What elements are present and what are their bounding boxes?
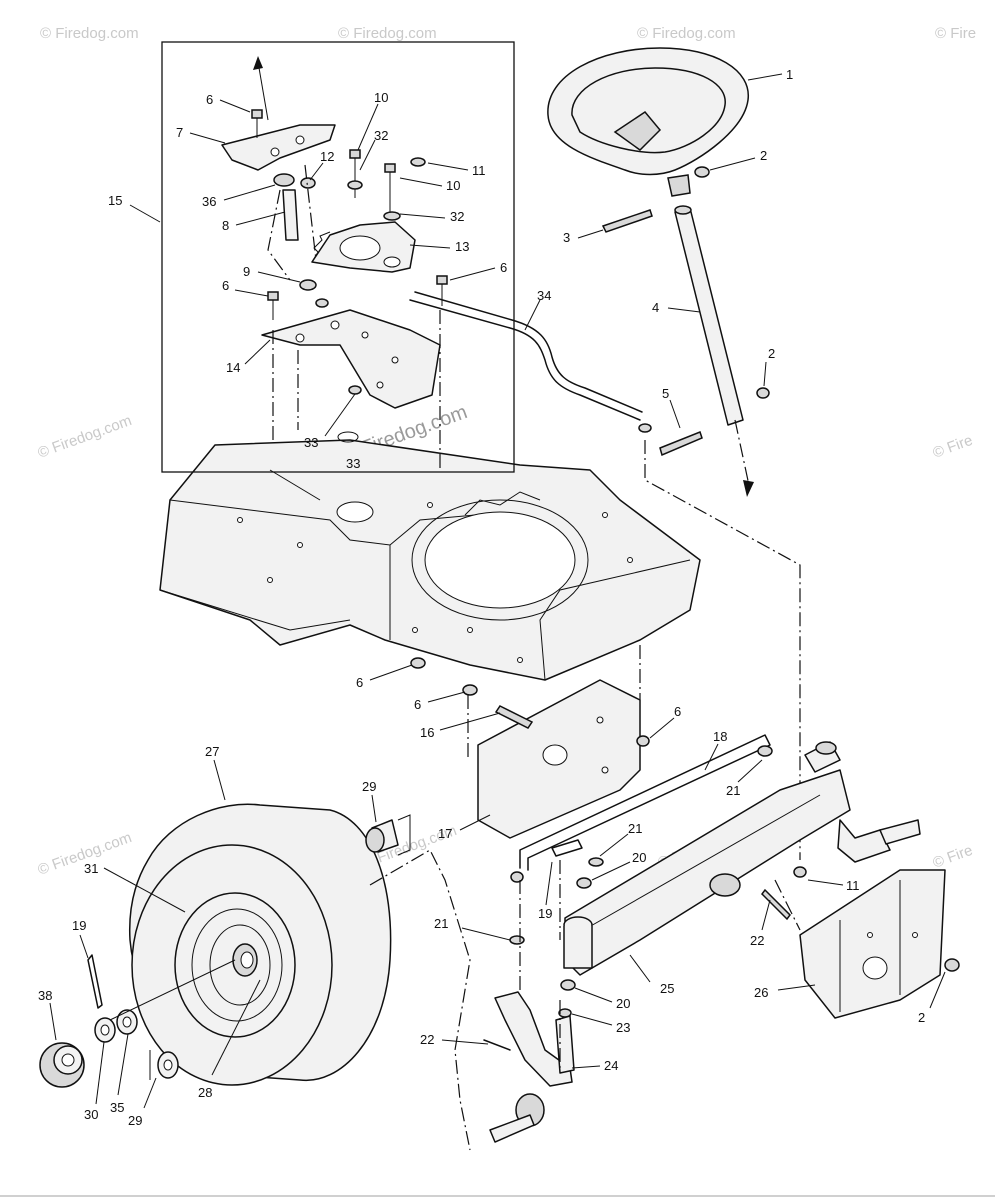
watermark: © Firedog.com — [637, 25, 736, 42]
callout-6f: 6 — [674, 704, 681, 719]
callout-19: 19 — [538, 906, 552, 921]
callout-3: 3 — [563, 230, 570, 245]
callout-28: 28 — [198, 1085, 212, 1100]
bushing-29 — [365, 814, 411, 856]
callout-6e: 6 — [414, 697, 421, 712]
callout-2: 2 — [760, 148, 767, 163]
callout-12: 12 — [320, 149, 334, 164]
callout-6c: 6 — [500, 260, 507, 275]
callout-32b: 32 — [450, 209, 464, 224]
callout-18: 18 — [713, 729, 727, 744]
callout-2b: 2 — [768, 346, 775, 361]
callout-22b: 22 — [420, 1032, 434, 1047]
callout-36: 36 — [202, 194, 216, 209]
detail-inset-box — [161, 41, 515, 473]
callout-32: 32 — [374, 128, 388, 143]
callout-20: 20 — [632, 850, 646, 865]
callout-29: 29 — [362, 779, 376, 794]
callout-10: 10 — [374, 90, 388, 105]
callout-21b: 21 — [628, 821, 642, 836]
front-wheel-27 — [128, 803, 471, 1151]
callout-11b: 11 — [846, 878, 860, 893]
callout-6d: 6 — [356, 675, 363, 690]
callout-24: 24 — [604, 1058, 618, 1073]
callout-20b: 20 — [616, 996, 630, 1011]
callout-2c: 2 — [918, 1010, 925, 1025]
callout-7: 7 — [176, 125, 183, 140]
callout-10b: 10 — [446, 178, 460, 193]
callout-19b: 19 — [72, 918, 86, 933]
spindle-24 — [483, 991, 575, 1143]
callout-29b: 29 — [128, 1113, 142, 1128]
callout-38: 38 — [38, 988, 52, 1003]
watermark: © Fire — [931, 842, 975, 872]
callout-11: 11 — [472, 163, 486, 178]
callout-33: 33 — [304, 435, 318, 450]
callout-15: 15 — [108, 193, 122, 208]
tie-rod-18 — [510, 734, 773, 883]
watermark: © Firedog.com — [40, 25, 139, 42]
callout-4: 4 — [652, 300, 659, 315]
callout-30: 30 — [84, 1107, 98, 1122]
callout-8: 8 — [222, 218, 229, 233]
callout-21: 21 — [726, 783, 740, 798]
watermark: © Firedog.com — [338, 25, 437, 42]
front-axle-25 — [509, 741, 921, 1018]
callout-25: 25 — [660, 981, 674, 996]
watermark: © Fire — [931, 432, 975, 462]
callout-33b: 33 — [346, 456, 360, 471]
steering-column — [601, 205, 770, 497]
callout-26: 26 — [754, 985, 768, 1000]
callout-14: 14 — [226, 360, 240, 375]
callout-17: 17 — [438, 826, 452, 841]
callout-16: 16 — [420, 725, 434, 740]
steering-wheel — [547, 47, 749, 197]
watermark: © Fire — [935, 25, 976, 42]
axle-cover-26 — [774, 869, 960, 1019]
callout-5: 5 — [662, 386, 669, 401]
callout-27: 27 — [205, 744, 219, 759]
callout-6b: 6 — [222, 278, 229, 293]
callout-13: 13 — [455, 239, 469, 254]
callout-21c: 21 — [434, 916, 448, 931]
hub-parts — [39, 954, 236, 1088]
chassis-frame — [159, 439, 701, 681]
callout-23: 23 — [616, 1020, 630, 1035]
callout-9: 9 — [243, 264, 250, 279]
callout-22: 22 — [750, 933, 764, 948]
axle-bracket-17 — [410, 645, 650, 839]
callout-34: 34 — [537, 288, 551, 303]
callout-35: 35 — [110, 1100, 124, 1115]
callout-6: 6 — [206, 92, 213, 107]
watermark: © Firedog.com — [36, 412, 134, 462]
callout-labels: 1 2 3 4 2 5 34 15 6 7 10 32 12 11 10 36 … — [38, 67, 946, 1128]
callout-1: 1 — [786, 67, 793, 82]
callout-31: 31 — [84, 861, 98, 876]
steering-gear-detail — [221, 56, 448, 470]
